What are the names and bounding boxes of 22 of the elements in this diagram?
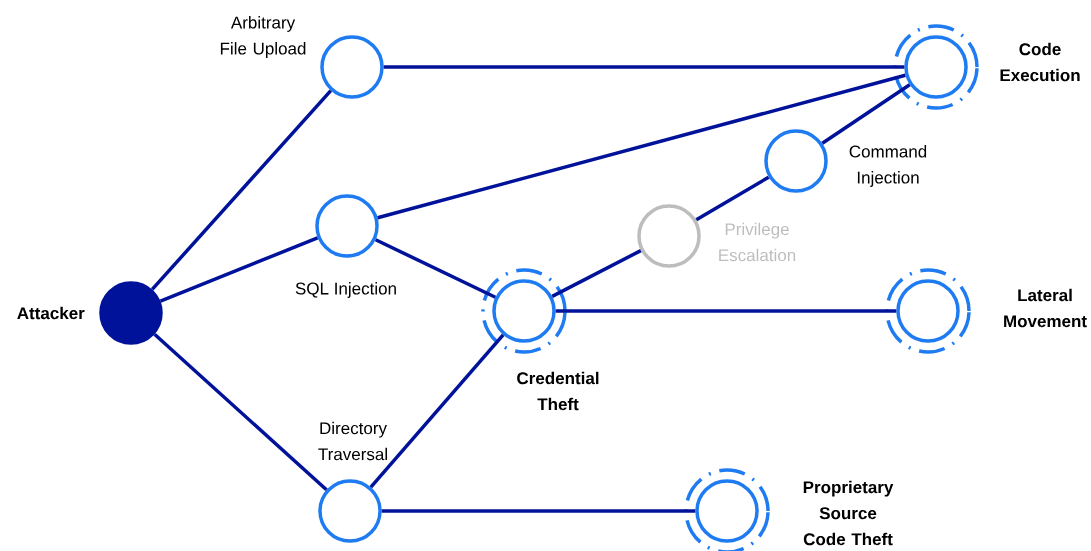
node-label: Command Injection: [849, 145, 927, 187]
connector-line: [695, 175, 770, 222]
connector-line: [555, 309, 897, 313]
node-label: Privilege Escalation: [719, 222, 796, 262]
connector-line: [150, 89, 333, 291]
node-label: Lateral Movement: [1004, 288, 1087, 328]
node-label: Attacker: [17, 306, 85, 320]
connector-line: [381, 509, 696, 513]
connector-line: [821, 83, 911, 145]
connector-line: [377, 73, 906, 220]
connector-line: [374, 238, 497, 299]
connector-line: [383, 65, 905, 69]
connector-line: [369, 333, 505, 489]
connector-line: [159, 236, 319, 303]
node-label: Directory Traversal: [318, 421, 387, 461]
node-label: Credential Theft: [517, 371, 599, 411]
node-label: Arbitrary File Upload: [220, 16, 306, 58]
connector-line: [551, 249, 642, 298]
node-label: SQL Injection: [295, 282, 396, 298]
node-label: Code Execution: [1000, 42, 1080, 82]
node-label: Proprietary Source Code Theft: [803, 480, 894, 546]
connector-line: [153, 333, 328, 491]
